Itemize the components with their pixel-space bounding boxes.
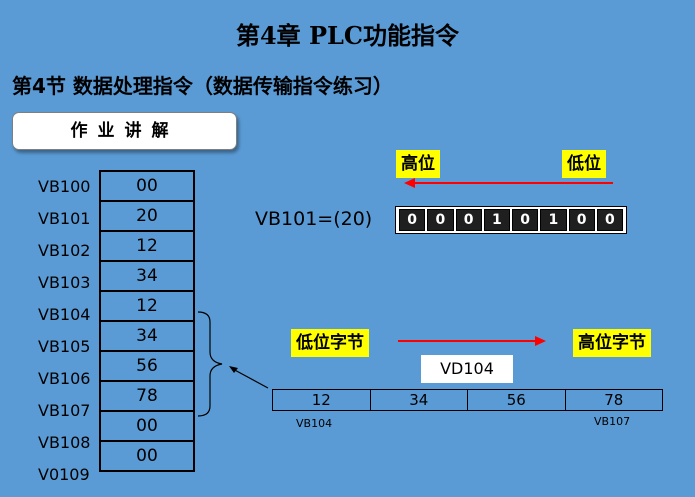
bit-cell: 0	[427, 209, 454, 231]
memory-cell: 12	[99, 290, 195, 322]
explain-button[interactable]: 作业讲解	[12, 112, 237, 150]
memory-label: VB106	[38, 369, 91, 388]
high-bit-label: 高位	[396, 150, 440, 178]
bit-row: 0 0 0 1 0 1 0 0	[395, 206, 627, 234]
memory-row: 56	[99, 350, 195, 382]
vd104-row: 12 34 56 78	[272, 389, 663, 411]
memory-label: VB104	[38, 305, 91, 324]
bit-cell: 1	[483, 209, 510, 231]
vb101-equation: VB101=(20)	[255, 208, 373, 230]
memory-row: 00	[99, 440, 195, 472]
brace-shape	[197, 311, 223, 417]
bit-cell: 0	[399, 209, 426, 231]
memory-cell: 20	[99, 200, 195, 232]
memory-cell: 78	[99, 380, 195, 412]
bit-cell: 0	[596, 209, 623, 231]
memory-row: 34	[99, 320, 195, 352]
memory-label: VB103	[38, 273, 91, 292]
page-title: 第4章 PLC功能指令	[235, 21, 460, 50]
memory-cell: 00	[99, 440, 195, 472]
memory-label: V0109	[38, 465, 90, 484]
byte-order-arrow-head	[535, 336, 546, 346]
memory-row: 12	[99, 230, 195, 262]
memory-cell: 00	[99, 410, 195, 442]
memory-row: 00	[99, 170, 195, 202]
memory-cell: 56	[99, 350, 195, 382]
bit-cell: 0	[455, 209, 482, 231]
memory-cell: 34	[99, 260, 195, 292]
memory-label: VB105	[38, 337, 91, 356]
section-title: 第4节 数据处理指令（数据传输指令练习）	[12, 74, 393, 98]
first-byte-label: VB104	[296, 417, 333, 430]
memory-table: 00 20 12 34 12 34 56 78 00 00	[99, 170, 195, 472]
bit-cell: 1	[540, 209, 567, 231]
low-bit-label: 低位	[562, 150, 606, 178]
last-byte-label: VB107	[594, 415, 631, 428]
memory-label: VB108	[38, 433, 91, 452]
high-low-arrow-head	[404, 178, 415, 188]
memory-cell: 34	[99, 320, 195, 352]
memory-row: 78	[99, 380, 195, 412]
vd104-byte-table: 12 34 56 78	[272, 389, 663, 411]
high-byte-label: 高位字节	[573, 329, 651, 357]
low-byte-label: 低位字节	[291, 329, 369, 357]
memory-cell: 00	[99, 170, 195, 202]
pointer-arrow-line	[230, 367, 269, 389]
byte-cell: 34	[369, 389, 468, 411]
byte-cell: 56	[467, 389, 566, 411]
memory-row: 00	[99, 410, 195, 442]
memory-label: VB101	[38, 209, 91, 228]
memory-cell: 12	[99, 230, 195, 262]
bit-cell: 0	[568, 209, 595, 231]
bit-cell: 0	[512, 209, 539, 231]
vd104-label: VD104	[421, 355, 513, 383]
pointer-arrow-head	[229, 366, 238, 373]
memory-row: 12	[99, 290, 195, 322]
memory-label: VB100	[38, 177, 91, 196]
byte-cell: 78	[564, 389, 663, 411]
memory-row: 20	[99, 200, 195, 232]
byte-cell: 12	[272, 389, 371, 411]
memory-row: 34	[99, 260, 195, 292]
memory-label: VB107	[38, 401, 91, 420]
memory-label: VB102	[38, 241, 91, 260]
